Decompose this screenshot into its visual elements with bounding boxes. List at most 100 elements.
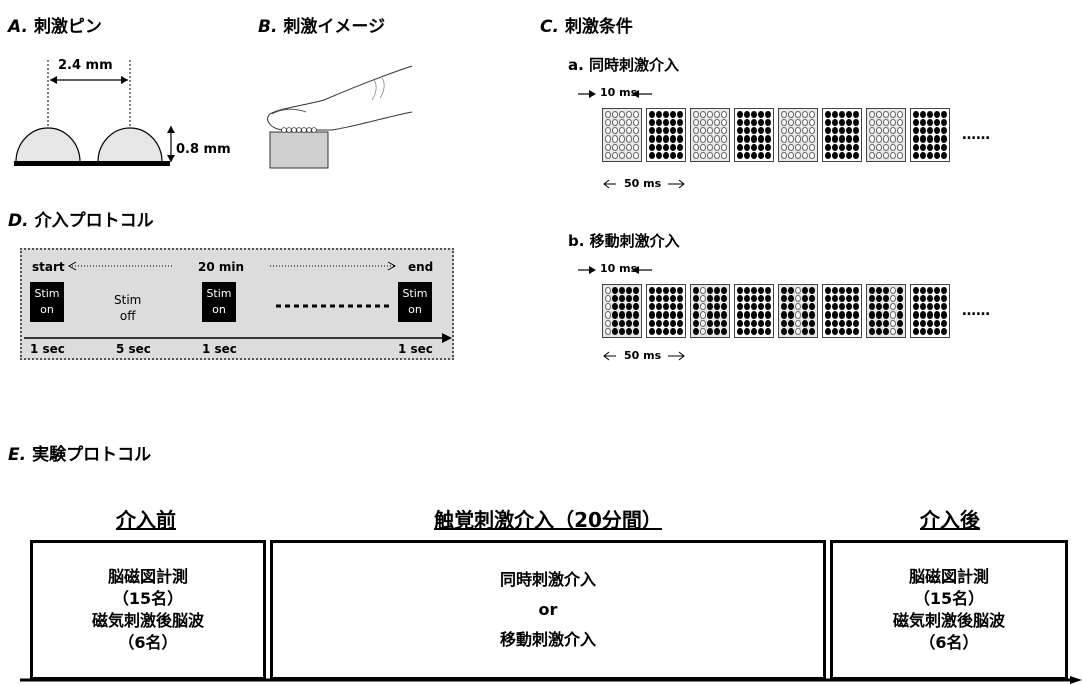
pin-dot	[839, 143, 845, 151]
pin-dot	[809, 295, 815, 303]
pin-dot	[839, 287, 845, 295]
pin-dot	[656, 135, 662, 143]
pin-grid-a-6	[866, 108, 906, 162]
pin-dot	[920, 127, 926, 135]
pin-dot	[832, 127, 838, 135]
pin-dot	[612, 287, 618, 295]
pin-dot	[846, 119, 852, 127]
pin-dot	[714, 135, 720, 143]
pin-dot	[649, 303, 655, 311]
pin-dot	[670, 151, 676, 159]
pin-dot	[941, 287, 947, 295]
pin-dot	[920, 151, 926, 159]
section-e-title: E.実験プロトコル	[8, 440, 151, 465]
pin-dot	[751, 151, 757, 159]
pin-dot	[825, 319, 831, 327]
pin-dot	[677, 151, 683, 159]
finger-stimulation-image	[267, 65, 413, 169]
pin-dot	[714, 143, 720, 151]
pin-dot	[876, 143, 882, 151]
pre-line-3: 磁気刺激後脳波	[91, 611, 204, 630]
pin-dot	[839, 127, 845, 135]
pin-dot	[737, 151, 743, 159]
pin-dot	[737, 319, 743, 327]
pin-dot	[876, 111, 882, 119]
pin-dot	[890, 127, 896, 135]
pin-dot	[649, 119, 655, 127]
pin-dot	[853, 295, 859, 303]
pin-dot	[670, 119, 676, 127]
pin-dot	[890, 143, 896, 151]
post-line-2: （15名）	[913, 589, 985, 608]
pin-dot	[897, 303, 903, 311]
pin-dot	[927, 303, 933, 311]
pin-dot	[721, 151, 727, 159]
pin-dot	[853, 135, 859, 143]
pin-dot	[876, 303, 882, 311]
pin-dot	[663, 303, 669, 311]
pin-dot	[612, 327, 618, 335]
pin-dot	[758, 111, 764, 119]
section-c-letter: C.	[540, 17, 559, 37]
pin-dot	[670, 311, 676, 319]
pin-dot	[670, 127, 676, 135]
pin-dot	[883, 143, 889, 151]
stim-on-block-3: Stim on	[398, 282, 432, 322]
pin-dot	[693, 311, 699, 319]
protocol-start-label: start	[32, 260, 65, 274]
pin-dot	[853, 303, 859, 311]
pin-dot	[802, 287, 808, 295]
pin-dot	[802, 135, 808, 143]
pin-dot	[619, 151, 625, 159]
pin-dot	[825, 151, 831, 159]
stim-on-3-line2: on	[408, 303, 422, 316]
pre-line-2: （15名）	[112, 589, 184, 608]
pin-grid-b-3	[734, 284, 774, 338]
pin-dot	[883, 295, 889, 303]
pin-dot	[825, 303, 831, 311]
pin-dot	[700, 127, 706, 135]
pin-dot	[737, 143, 743, 151]
pin-dot	[663, 111, 669, 119]
pin-dot	[832, 295, 838, 303]
pin-dot	[751, 143, 757, 151]
pin-dot	[612, 295, 618, 303]
pin-dot	[751, 127, 757, 135]
pin-dot	[721, 143, 727, 151]
section-d-title: D.介入プロトコル	[8, 206, 154, 231]
pin-dot	[934, 303, 940, 311]
pin-dot	[941, 143, 947, 151]
pin-dot	[802, 319, 808, 327]
pin-dot	[677, 287, 683, 295]
pin-dot	[649, 135, 655, 143]
pin-dot	[802, 311, 808, 319]
pin-dot	[913, 151, 919, 159]
pin-dot	[839, 327, 845, 335]
pin-dot	[619, 127, 625, 135]
pin-dot	[795, 311, 801, 319]
pin-dot	[832, 111, 838, 119]
pin-dot	[781, 143, 787, 151]
pin-dot	[897, 287, 903, 295]
pin-dot	[869, 303, 875, 311]
pin-dot	[744, 303, 750, 311]
pin-dot	[605, 303, 611, 311]
time-label-3: 1 sec	[202, 342, 237, 356]
pin-dot	[869, 151, 875, 159]
pin-dot	[839, 311, 845, 319]
pin-dot	[853, 327, 859, 335]
pin-dot	[670, 143, 676, 151]
pin-dot	[765, 303, 771, 311]
pin-grid-b-2	[690, 284, 730, 338]
pin-dot	[663, 119, 669, 127]
period-label-a: 50 ms	[624, 177, 662, 190]
ellipsis-a: ……	[962, 127, 990, 143]
pin-dot	[781, 111, 787, 119]
pin-dot	[605, 319, 611, 327]
pin-dot	[744, 119, 750, 127]
time-label-2: 5 sec	[116, 342, 151, 356]
pin-dot	[876, 127, 882, 135]
pin-dot	[737, 295, 743, 303]
pin-dot	[714, 303, 720, 311]
pin-dot	[744, 111, 750, 119]
